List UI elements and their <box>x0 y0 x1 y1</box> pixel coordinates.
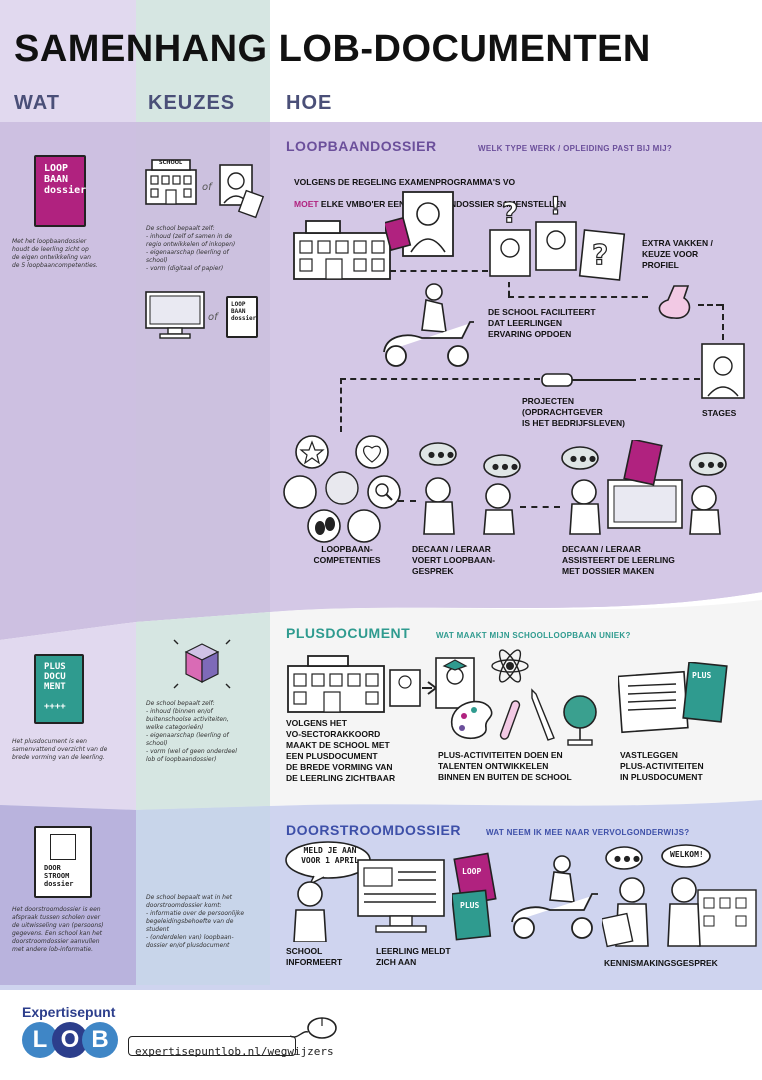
footer-logo: L O B <box>22 1022 122 1058</box>
plusdocument-book-icon: PLUS DOCU MENT ++++ <box>34 654 84 724</box>
plus-step2-caption: PLUS-ACTIVITEITEN DOEN EN TALENTEN ONTWI… <box>438 750 572 782</box>
plusdocument-keuze-description: De school bepaalt zelf: - inhoud (binnen… <box>146 700 237 763</box>
school-sign: SCHOOL <box>159 160 183 166</box>
svg-text:!: ! <box>550 192 561 220</box>
svg-text:● ● ●: ● ● ● <box>570 454 596 463</box>
svg-text:● ● ●: ● ● ● <box>614 854 640 863</box>
student-portrait-icon <box>219 164 264 219</box>
screwdriver-icon <box>541 373 636 387</box>
rubiks-cube-icon <box>173 639 231 689</box>
welkom-bubble-text: WELKOM! <box>670 850 704 859</box>
page-title: SAMENHANG LOB-DOCUMENTEN <box>14 28 651 70</box>
keuze-or-label: of <box>202 182 212 193</box>
footer-brand-top: Expertisepunt <box>22 1004 116 1020</box>
plusdocument-book-label: PLUS DOCU MENT ++++ <box>44 662 66 712</box>
doorstroomdossier-book-icon: DOOR STROOM dossier <box>34 826 92 898</box>
loopbaandossier-heading: LOOPBAANDOSSIER <box>286 138 437 154</box>
loopbaandossier-book-icon: LOOP BAAN dossier <box>34 155 86 227</box>
dossier-assist-illustration: ● ● ● ● ● ● <box>561 440 727 535</box>
loopbaandossier-wat-description: Met het loopbaandossier houdt de leerlin… <box>12 238 98 269</box>
decaan-gesprek-caption: DECAAN / LERAAR VOERT LOOPBAAN- GESPREK <box>412 544 496 576</box>
arrow-flask-right <box>698 304 722 306</box>
flask-icon <box>658 285 691 319</box>
plusdocument-wat-description: Het plusdocument is een samenvattend ove… <box>12 738 108 761</box>
arrow-down-to-competenties <box>340 378 342 432</box>
school-faciliteert-caption: DE SCHOOL FACILITEERT DAT LEERLINGEN ERV… <box>488 307 596 339</box>
loopbaandossier-keuze-description: De school bepaalt zelf: - inhoud (zelf o… <box>146 225 236 272</box>
doorstroomdossier-heading: DOORSTROOMDOSSIER <box>286 822 461 838</box>
arrow-portraits-to-flask <box>508 296 648 298</box>
plus-school-student-illustration <box>287 655 475 713</box>
school-building-icon <box>145 159 197 205</box>
svg-text:?: ? <box>502 196 518 229</box>
meld-je-aan-text: MELD JE AAN VOOR 1 APRIL <box>301 846 359 865</box>
arrow-competenties-to-gesprek <box>398 500 416 502</box>
svg-text:?: ? <box>592 238 608 271</box>
keuze-or-label-2: of <box>208 312 218 323</box>
paper-dossier-icon: LOOP BAAN dossier <box>226 296 258 338</box>
footer-url[interactable]: expertisepuntlob.nl/wegwijzers <box>135 1045 334 1058</box>
question-portraits-illustration: ? ! ? <box>489 192 626 281</box>
svg-text:PLUS: PLUS <box>692 671 711 680</box>
loopbaancompetenties-caption: LOOPBAAN- COMPETENTIES <box>313 544 381 565</box>
computer-monitor-icon <box>145 291 205 339</box>
plus-step3-caption: VASTLEGGEN PLUS-ACTIVITEITEN IN PLUSDOCU… <box>620 750 704 782</box>
footer-url-box[interactable]: expertisepuntlob.nl/wegwijzers <box>128 1036 334 1058</box>
dossier-scooter-illustration: LOOP PLUS <box>452 852 598 941</box>
loopbaandossier-question: WELK TYPE WERK / OPLEIDING PAST BIJ MIJ? <box>478 144 673 153</box>
svg-text:LOOP: LOOP <box>462 867 481 876</box>
doorstroomdossier-book-label: DOOR STROOM dossier <box>44 864 74 888</box>
student-with-dossier-illustration <box>385 191 454 257</box>
mouse-icon <box>289 1017 337 1039</box>
kennismaking-illustration: ● ● ● <box>602 844 757 948</box>
stages-caption: STAGES <box>702 408 737 418</box>
school-building-illustration <box>293 220 391 280</box>
doorstroomdossier-question: WAT NEEM IK MEE NAAR VERVOLGONDERWIJS? <box>486 828 690 837</box>
column-header-wat: WAT <box>14 92 60 114</box>
arrow-projecten-left <box>340 378 540 380</box>
door-step2-caption: LEERLING MELDT ZICH AAN <box>376 946 451 967</box>
arrow-portraits-down <box>508 282 510 296</box>
doorstroomdossier-wat-description: Het doorstroomdossier is een afspraak tu… <box>12 906 104 953</box>
plusdocument-question: WAT MAAKT MIJN SCHOOLLOOPBAAN UNIEK? <box>436 631 631 640</box>
paper-dossier-label: LOOP BAAN dossier <box>231 301 257 322</box>
plus-step1-caption: VOLGENS HET VO-SECTORAKKOORD MAAKT DE SC… <box>286 718 396 783</box>
door-step1-caption: SCHOOL INFORMEERT <box>286 946 343 967</box>
decaan-assisteert-caption: DECAAN / LERAAR ASSISTEERT DE LEERLING M… <box>562 544 675 576</box>
doorstroomdossier-keuze-description: De school bepaalt wat in het doorstroomd… <box>146 894 245 949</box>
door-step3-caption: KENNISMAKINGSGESPREK <box>604 958 718 968</box>
plus-activities-illustration <box>451 649 597 746</box>
column-header-keuzes: KEUZES <box>148 92 236 114</box>
intro-line-1: VOLGENS DE REGELING EXAMENPROGRAMMA'S VO <box>294 177 516 187</box>
plusdocument-heading: PLUSDOCUMENT <box>286 625 411 641</box>
column-header-hoe: HOE <box>286 92 333 114</box>
projecten-caption: PROJECTEN (OPDRACHTGEVER IS HET BEDRIJFS… <box>522 396 625 428</box>
doorstroom-portrait-frame <box>50 834 76 860</box>
stages-portrait-illustration <box>701 343 745 399</box>
arrow-stages-to-projecten <box>640 378 700 380</box>
arrow-gesprek-to-assist <box>520 506 560 508</box>
school-informeert-person <box>293 881 327 942</box>
svg-text:● ● ●: ● ● ● <box>698 460 724 469</box>
arrow-flask-down <box>722 304 724 340</box>
svg-text:PLUS: PLUS <box>460 901 479 910</box>
loopbaancompetenties-cluster <box>283 435 401 543</box>
intro-moet: MOET <box>294 199 319 209</box>
aanmeld-screen-illustration <box>357 859 445 933</box>
loopbaangesprek-illustration: ● ● ● ● ● ● <box>419 442 521 535</box>
svg-text:● ● ●: ● ● ● <box>492 462 518 471</box>
arrow-building-to-portraits <box>390 270 488 272</box>
logo-letter-b: B <box>82 1022 118 1058</box>
svg-text:● ● ●: ● ● ● <box>428 450 454 459</box>
meld-je-aan-bubble <box>285 841 371 884</box>
plus-document-stack-illustration: PLUS <box>618 662 728 734</box>
extra-vakken-caption: EXTRA VAKKEN / KEUZE VOOR PROFIEL <box>642 238 713 270</box>
loopbaandossier-book-label: LOOP BAAN dossier <box>44 163 87 196</box>
scooter-student-illustration <box>383 283 474 367</box>
